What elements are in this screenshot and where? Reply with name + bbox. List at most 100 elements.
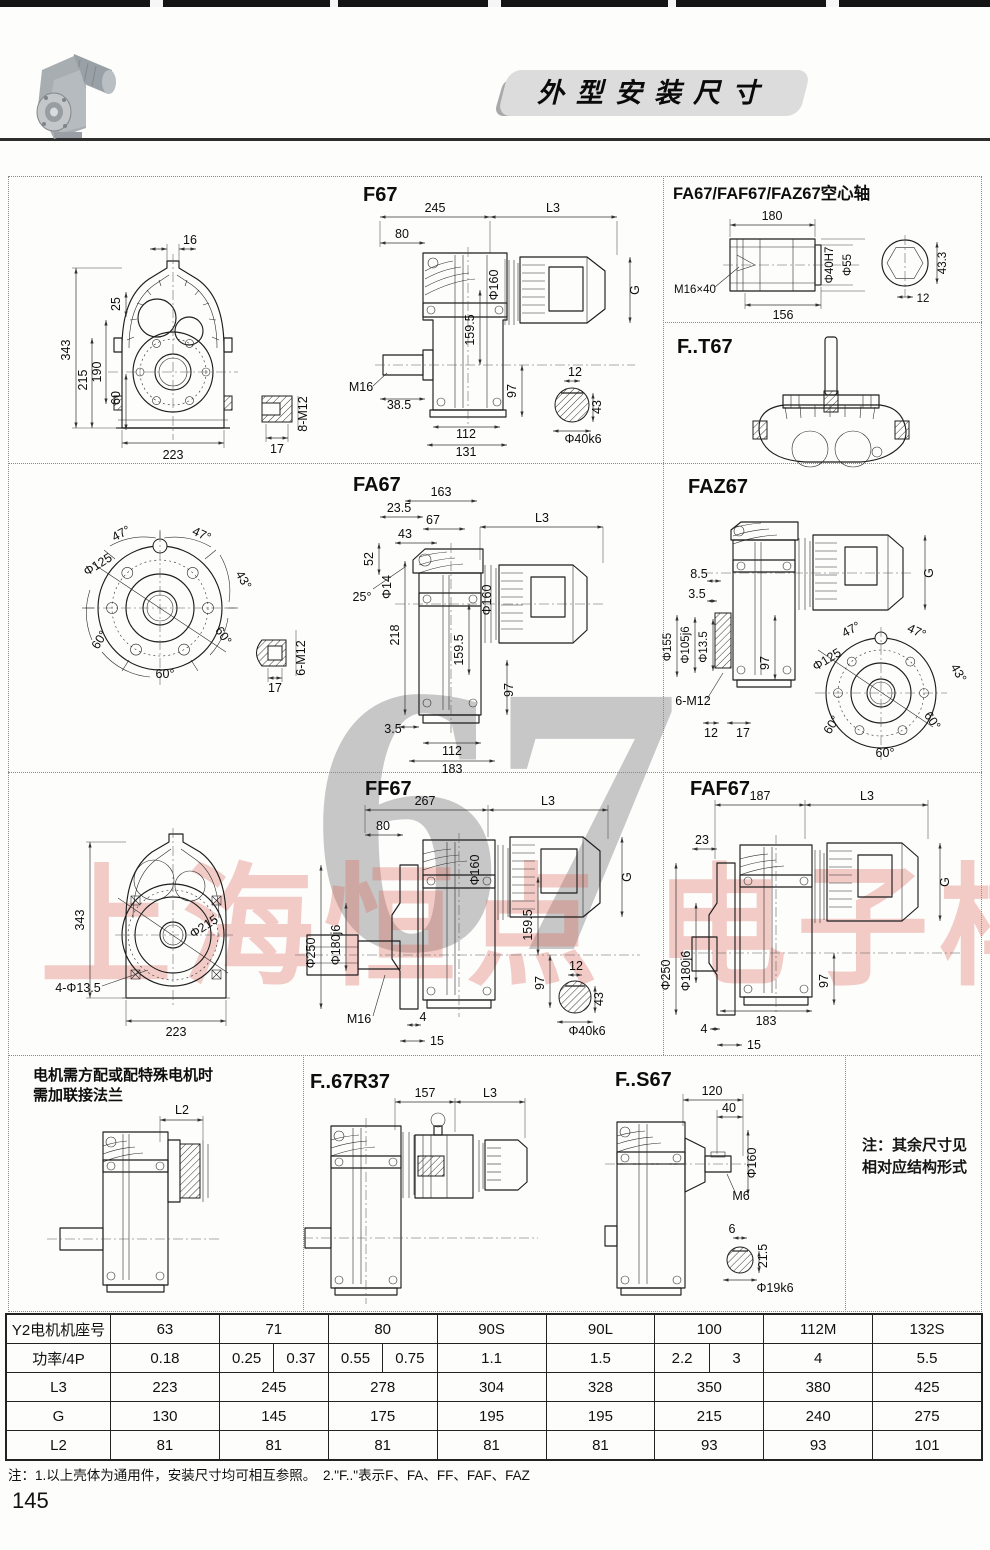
- cell: 81: [329, 1431, 438, 1459]
- cell: 90L: [547, 1315, 656, 1343]
- drawing-fs67: F..S67 120 40 Φ160 M6 6 21.5 Φ19k6: [604, 1069, 794, 1296]
- dim-label: 4: [701, 1022, 708, 1036]
- cell: 81: [220, 1431, 329, 1459]
- dim-label: 25°: [353, 590, 372, 604]
- dim-label: 218: [388, 625, 402, 646]
- dim-label: 47°: [109, 523, 132, 544]
- cell: 0.75: [382, 1344, 436, 1372]
- grid-divider-row4a: [303, 1055, 304, 1312]
- page-number: 145: [12, 1488, 49, 1513]
- row-header: L3: [7, 1373, 111, 1401]
- cell: 278: [329, 1373, 438, 1401]
- dim-label: 12: [917, 293, 930, 305]
- row-header: L2: [7, 1431, 111, 1459]
- dim-label: 17: [268, 681, 282, 695]
- cell: 223: [111, 1373, 220, 1401]
- dim-label: G: [620, 872, 634, 882]
- dim-label: 60°: [212, 624, 234, 648]
- dim-label: 60°: [156, 667, 175, 681]
- drawing-output-flange: Φ125 47° 47° 43° 60° 60° 60° 17 6-M12: [81, 523, 308, 695]
- note-line1: 电机需方配或配特殊电机时: [33, 1066, 213, 1084]
- dim-label: Φ250: [304, 938, 318, 969]
- row-header: Y2电机机座号: [7, 1315, 111, 1343]
- grid-divider-col: [663, 176, 664, 1055]
- cell: 328: [547, 1373, 656, 1401]
- dim-label: 131: [456, 445, 477, 459]
- dim-label: 21.5: [756, 1244, 770, 1268]
- cell: 5.5: [916, 1349, 938, 1367]
- dim-label: Φ180j6: [679, 951, 693, 992]
- dim-label: 223: [163, 448, 184, 462]
- cell: 71: [220, 1315, 329, 1343]
- dim-label: 15: [430, 1034, 444, 1048]
- dim-label: Φ40H7: [824, 247, 836, 284]
- grid-divider-row1: [8, 463, 982, 464]
- cell-split: 0.25 0.37: [220, 1344, 329, 1372]
- drawing-title: FA67: [353, 474, 401, 496]
- drawing-title: F67: [363, 184, 397, 206]
- table-row-g: G 130 145 175 195 195 215 240 275: [7, 1402, 981, 1431]
- dim-label: 343: [59, 340, 73, 361]
- dim-label: Φ160: [745, 1148, 759, 1179]
- dim-label: 47°: [839, 619, 862, 640]
- grid-divider-ft67: [663, 322, 982, 323]
- dim-label: 60°: [89, 628, 111, 651]
- cell: 0.25: [231, 1349, 262, 1367]
- dim-label: 97: [533, 976, 547, 990]
- dim-label: 47°: [905, 621, 928, 642]
- cell: 81: [547, 1431, 656, 1459]
- dimensions-table: Y2电机机座号 63 71 80 90S 90L 100 112M 132S 功…: [5, 1313, 983, 1461]
- dim-label: 157: [415, 1086, 436, 1100]
- cell: 101: [914, 1436, 940, 1454]
- dim-label: 23.5: [387, 501, 411, 515]
- note-line2: 相对应结构形式: [862, 1158, 968, 1176]
- dim-label: 17: [736, 726, 750, 740]
- cell: 380: [764, 1373, 874, 1401]
- cell: 93: [655, 1431, 765, 1459]
- dim-label: Φ125: [810, 645, 844, 673]
- header-rule: [0, 138, 990, 141]
- dim-label: 245: [425, 201, 446, 215]
- dim-label: 8.5: [690, 567, 707, 581]
- drawing-title: FAZ67: [688, 476, 748, 498]
- dim-label: 4: [420, 1010, 427, 1024]
- drawing-ft67: F..T67: [677, 336, 910, 468]
- dim-label: 8-M12: [296, 396, 310, 431]
- dim-label: 17: [270, 442, 284, 456]
- dim-label: 156: [773, 308, 794, 322]
- dim-label: 159.5: [463, 314, 477, 345]
- page-title: 外型安装尺寸: [537, 78, 771, 108]
- cell: 80: [329, 1315, 438, 1343]
- cell: 195: [438, 1402, 547, 1430]
- dim-label: 97: [758, 656, 772, 670]
- dim-label: 43°: [233, 568, 255, 591]
- dim-label: 215: [76, 370, 90, 391]
- cell: 81: [111, 1431, 220, 1459]
- dim-label: 4-Φ13.5: [55, 981, 100, 995]
- table-row-l2: L2 81 81 81 81 81 93 93 101: [7, 1431, 981, 1459]
- drawing-ff67: FF67 267 L3 80 Φ160 G 159.5: [295, 778, 640, 1048]
- dim-label: 43: [398, 527, 412, 541]
- drawing-coupling-flange: 电机需方配或配特殊电机时 需加联接法兰 L2: [33, 1066, 220, 1293]
- drawing-hollow-shaft: FA67/FAF67/FAZ67空心轴 180 156 M16×40 Φ40H7…: [673, 183, 949, 322]
- cell: 0.18: [111, 1344, 220, 1372]
- drawing-title: F..67R37: [310, 1071, 390, 1093]
- dim-label: 67: [426, 513, 440, 527]
- cell: 175: [329, 1402, 438, 1430]
- dim-label: L3: [860, 789, 874, 803]
- dim-label: 3.5: [384, 722, 401, 736]
- cell: 0.37: [273, 1344, 327, 1372]
- footnote: 注：1.以上壳体为通用件，安装尺寸均可相互参照。 2."F.."表示F、FA、F…: [8, 1468, 530, 1483]
- dim-label: 80: [376, 819, 390, 833]
- dim-label: L3: [546, 201, 560, 215]
- dim-label: G: [628, 285, 642, 295]
- dim-label: G: [938, 877, 952, 887]
- cell: 132S: [909, 1320, 945, 1338]
- dim-label: M6: [732, 1189, 749, 1203]
- dim-label: Φ250: [659, 960, 673, 991]
- dim-label: 47°: [190, 524, 213, 545]
- dim-label: 40: [722, 1101, 736, 1115]
